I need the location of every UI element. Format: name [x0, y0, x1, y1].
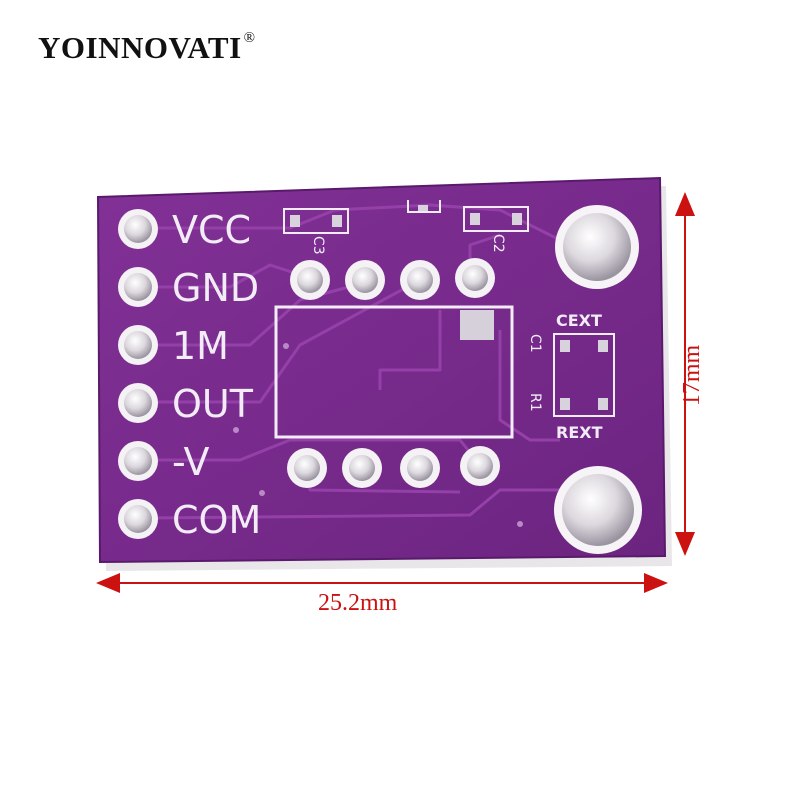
pin-neg-v — [118, 441, 158, 481]
smd-components — [290, 205, 608, 410]
pin-label-1m: 1M — [172, 324, 229, 368]
mounting-hole-top — [555, 205, 639, 289]
label-rext: REXT — [556, 423, 603, 442]
pin-label-out: OUT — [172, 382, 254, 426]
pin-label-com: COM — [172, 498, 261, 542]
label-r1: R1 — [527, 393, 543, 412]
header-pins — [118, 209, 158, 539]
height-dimension-label: 17mm — [679, 344, 706, 407]
label-c2: C2 — [490, 234, 506, 253]
ic-outline — [274, 305, 514, 439]
ic-pads-top — [290, 258, 495, 300]
pin-out — [118, 383, 158, 423]
ic-pin1-pad — [460, 310, 494, 340]
pin-com — [118, 499, 158, 539]
label-cext: CEXT — [556, 311, 602, 330]
silk-outlines — [283, 200, 615, 417]
brand-logo: YOINNOVATI® — [38, 30, 256, 66]
ic-pads-bottom — [287, 446, 500, 488]
registered-mark: ® — [243, 30, 256, 46]
brand-name: YOINNOVATI — [38, 30, 242, 65]
pin-gnd — [118, 267, 158, 307]
pin-label-vcc: VCC — [172, 208, 251, 252]
mounting-hole-bottom — [554, 466, 642, 554]
pin-vcc — [118, 209, 158, 249]
label-c1: C1 — [527, 334, 543, 353]
label-c3: C3 — [310, 236, 326, 255]
width-dimension-label: 25.2mm — [318, 590, 398, 616]
vias — [233, 343, 523, 527]
pin-1m — [118, 325, 158, 365]
pin-label-neg-v: -V — [172, 440, 209, 484]
pin-label-gnd: GND — [172, 266, 259, 310]
